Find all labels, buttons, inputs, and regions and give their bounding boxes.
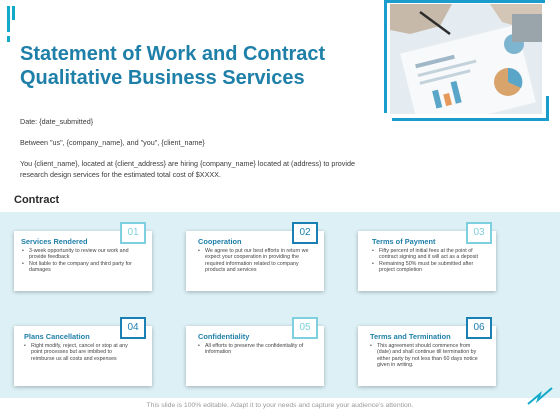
list-item: Remaining 50% must be submitted after pr… [372, 261, 484, 274]
card-number-badge: 06 [466, 317, 492, 339]
card-title: Confidentiality [198, 332, 250, 341]
card-title: Services Rendered [21, 237, 88, 246]
card-number-badge: 02 [292, 222, 318, 244]
contract-card-services-rendered: Services Rendered 3-week opportunity to … [14, 231, 152, 291]
card-bullets: We agree to put our best efforts in retu… [198, 248, 310, 274]
intro-paragraph: You {client_name}, located at {client_ad… [20, 159, 355, 179]
list-item: Fifty percent of initial fees at the poi… [372, 248, 484, 261]
card-title: Terms and Termination [370, 332, 451, 341]
accent-bar-short [12, 6, 15, 20]
accent-dot [7, 36, 10, 42]
photo-frame-bottom [392, 96, 549, 121]
list-item: Right modify, reject, cancel or stop at … [24, 343, 136, 362]
page-title: Statement of Work and Contract Qualitati… [20, 43, 326, 89]
zigzag-decoration-icon [527, 387, 553, 405]
date-line: Date: {date_submitted} [20, 117, 94, 126]
list-item: 3-week opportunity to review our work an… [22, 248, 134, 261]
card-bullets: Fifty percent of initial fees at the poi… [372, 248, 484, 274]
between-line: Between "us", {company_name}, and "you",… [20, 138, 205, 147]
contract-heading: Contract [14, 194, 60, 206]
business-documents-photo [390, 4, 542, 114]
card-number-badge: 01 [120, 222, 146, 244]
card-title: Terms of Payment [372, 237, 436, 246]
card-bullets: 3-week opportunity to review our work an… [22, 248, 134, 274]
card-title: Cooperation [198, 237, 242, 246]
card-title: Plans Cancellation [24, 332, 90, 341]
footer-note: This slide is 100% editable. Adapt it to… [146, 402, 414, 409]
list-item: All efforts to preserve the confidential… [198, 343, 310, 356]
card-bullets: All efforts to preserve the confidential… [198, 343, 310, 356]
contract-card-confidentiality: Confidentiality All efforts to preserve … [186, 326, 324, 386]
accent-bar-vertical [7, 6, 10, 32]
card-number-badge: 03 [466, 222, 492, 244]
card-bullets: This agreement should commence from (dat… [370, 343, 482, 369]
list-item: Not liable to the company and third part… [22, 261, 134, 274]
card-number-badge: 04 [120, 317, 146, 339]
card-number-badge: 05 [292, 317, 318, 339]
list-item: We agree to put our best efforts in retu… [198, 248, 310, 274]
photo-illustration [390, 4, 542, 114]
list-item: This agreement should commence from (dat… [370, 343, 482, 369]
photo-frame-top [384, 0, 545, 113]
card-bullets: Right modify, reject, cancel or stop at … [24, 343, 136, 362]
